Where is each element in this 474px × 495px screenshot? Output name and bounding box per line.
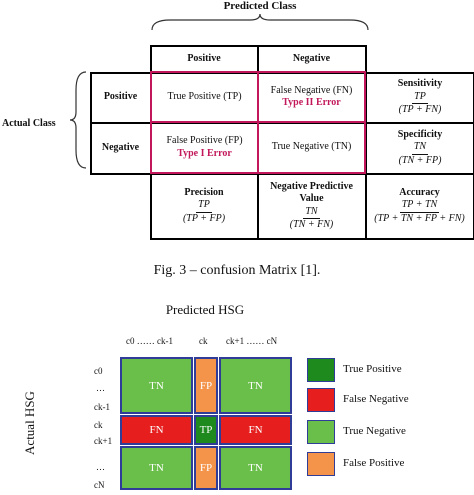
sensitivity-num: TP [412,91,428,105]
hsg-tp-block: TP [194,415,218,445]
legend-label-false-positive: False Positive [343,457,405,469]
hsg-col-tick-mid: ck [199,336,208,346]
hsg-fp-block: FP [194,446,218,490]
specificity-den: (TN + FP) [398,154,442,166]
cell-sensitivity: Sensitivity TP (TP + FN) [367,73,473,122]
hsg-fn-block: FN [219,415,292,445]
actual-hsg-label: Actual HSG [22,391,37,455]
precision-formula: TP (TP + FP) [181,199,227,225]
cell-specificity: Specificity TN (TN + FP) [367,123,473,173]
npv-den: (TN + FN) [289,219,334,230]
hsg-col-tick-right: ck+1 …… cN [226,336,278,346]
hsg-tn-block: TN [120,446,193,490]
fn-label: False Negative (FN) [270,84,353,96]
specificity-num: TN [411,141,429,155]
accuracy-num: TP + TN [399,199,440,213]
hsg-fp-block: FP [194,357,218,414]
row-header-positive: Positive [103,91,138,103]
hsg-row-tick: ck [94,420,103,430]
highlight-border [364,71,366,174]
figure-caption: Fig. 3 – confusion Matrix [1]. [153,263,321,278]
hsg-row-tick: ck-1 [94,402,110,412]
specificity-formula: TN (TN + FP) [397,141,444,167]
npv-num: TN [303,206,320,219]
sensitivity-den: (TP + FN) [398,104,442,116]
actual-class-label: Actual Class [2,118,56,129]
specificity-title: Specificity [397,128,443,140]
npv-formula: TN (TN + FN) [288,206,335,232]
legend-swatch-true-negative [307,420,335,444]
highlight-border [257,71,259,174]
hsg-row-tick: c0 [94,366,103,376]
cell-false-positive: False Positive (FP) Type I Error [152,123,257,172]
predicted-hsg-label: Predicted HSG [165,302,245,317]
accuracy-title: Accuracy [399,186,440,198]
hsg-row-tick: … [96,383,105,393]
precision-title: Precision [184,186,224,198]
predicted-class-brace [151,13,369,31]
sensitivity-title: Sensitivity [397,78,443,90]
grid-line [90,72,92,173]
sensitivity-formula: TP (TP + FN) [397,91,444,117]
legend-label-false-negative: False Negative [343,393,409,405]
tp-label: True Positive (TP) [167,90,242,102]
precision-den: (TP + FP) [182,212,226,224]
predicted-class-label: Predicted Class [223,0,297,12]
hsg-row-tick: ck+1 [94,436,113,446]
fp-label: False Positive (FP) [166,135,243,146]
legend-swatch-false-positive [307,452,335,476]
col-header-negative: Negative [292,52,331,64]
col-header-positive: Positive [187,52,221,64]
cell-npv: Negative Predictive Value TN (TN + FN) [258,174,365,238]
tn-label: True Negative (TN) [271,141,352,153]
hsg-tn-block: TN [219,446,292,490]
precision-num: TP [196,199,212,213]
hsg-col-tick-left: c0 …… ck-1 [126,336,173,346]
hsg-row-tick: cN [94,480,105,490]
highlight-border [150,71,152,174]
accuracy-den: (TP + TN + FP + FN) [374,212,465,224]
fn-error-label: Type II Error [282,97,341,108]
legend-label-true-negative: True Negative [343,425,406,437]
actual-class-brace [69,71,87,169]
cell-precision: Precision TP (TP + FP) [151,174,257,238]
legend-swatch-true-positive [307,358,335,382]
cell-true-positive: True Positive (TP) [152,73,257,121]
cell-true-negative: True Negative (TN) [259,123,364,172]
hsg-tn-block: TN [120,357,193,414]
legend-label-true-positive: True Positive [343,363,402,375]
row-header-negative: Negative [101,141,140,153]
legend-swatch-false-negative [307,388,335,412]
npv-title: Negative Predictive Value [270,180,353,205]
cell-false-negative: False Negative (FN) Type II Error [259,73,364,121]
hsg-row-tick: … [96,462,105,472]
accuracy-formula: TP + TN (TP + TN + FP + FN) [372,199,466,225]
cell-accuracy: Accuracy TP + TN (TP + TN + FP + FN) [366,174,473,238]
fp-error-label: Type I Error [177,147,232,159]
grid-line [150,238,474,240]
hsg-tn-block: TN [219,357,292,414]
hsg-fn-block: FN [120,415,193,445]
